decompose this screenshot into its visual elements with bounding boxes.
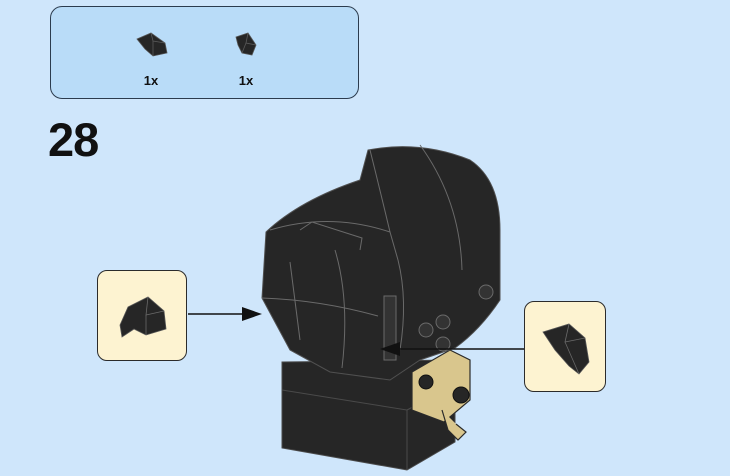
black-wedge-slope-right-icon <box>235 32 257 56</box>
black-wedge-slope-right-icon <box>542 323 590 375</box>
callout-left-part <box>97 270 187 361</box>
arrow-right-placement <box>380 342 524 356</box>
hair-dome <box>261 144 501 381</box>
parts-list-box: 1x 1x <box>50 6 359 99</box>
part-item: 1x <box>121 29 181 89</box>
part-quantity: 1x <box>143 73 159 88</box>
step-number: 28 <box>48 113 99 166</box>
tan-arm-detail <box>411 349 471 441</box>
part-quantity: 1x <box>238 73 254 88</box>
black-wedge-slope-left-icon <box>136 32 168 57</box>
part-item: 1x <box>216 29 276 89</box>
arrow-left-placement <box>188 307 262 321</box>
black-wedge-slope-left-icon <box>119 296 167 338</box>
callout-right-part <box>524 301 606 392</box>
